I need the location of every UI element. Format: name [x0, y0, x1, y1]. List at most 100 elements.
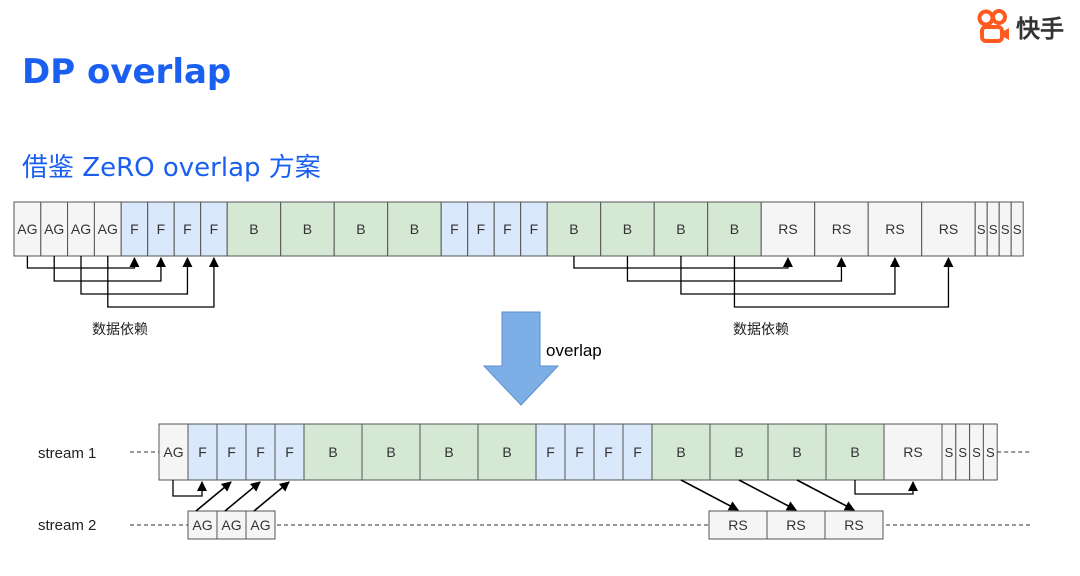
dependency-arrow-b-rs-3	[680, 256, 900, 295]
stream1-label: stream 1	[38, 445, 96, 462]
top-block-b-label: B	[676, 221, 685, 237]
stream1-block-s-label: S	[972, 445, 981, 460]
stream1-block-b-label: B	[850, 444, 859, 460]
top-block-f-box	[173, 201, 202, 257]
top-block-s-label: S	[989, 222, 998, 237]
stream1-block-b-box	[361, 423, 421, 481]
top-block-ag-label: AG	[17, 221, 37, 237]
top-block-f-label: F	[210, 221, 219, 237]
top-block-ag-box	[93, 201, 122, 257]
stream-dependency-arrow-b-rs-1	[680, 479, 739, 511]
top-block-f-label: F	[157, 221, 166, 237]
stream1-block-ag-label: AG	[163, 444, 183, 460]
top-block-s-label: S	[1001, 222, 1010, 237]
top-block-rs-box	[814, 201, 869, 257]
top-block-b-label: B	[249, 221, 258, 237]
stream1-block-b-box	[709, 423, 769, 481]
stream-dependency-arrow-ag-f-3	[224, 481, 261, 512]
stream1-block-f-box	[274, 423, 305, 481]
stream1-block-b-box	[767, 423, 827, 481]
stream2-block-rs-label: RS	[728, 517, 747, 533]
stream2-block-ag-label: AG	[221, 517, 241, 533]
stream2-block-rs-label: RS	[844, 517, 863, 533]
dependency-arrow-b-rs-4	[733, 256, 954, 308]
top-dependencies	[26, 256, 954, 308]
top-block-ag-label: AG	[71, 221, 91, 237]
overlap-down-arrow-icon	[482, 311, 560, 406]
top-block-rs-label: RS	[939, 221, 958, 237]
stream1-block-f-label: F	[227, 444, 236, 460]
stream1-block-f-box	[216, 423, 247, 481]
stream2-label: stream 2	[38, 517, 96, 534]
top-block-ag-label: AG	[98, 221, 118, 237]
stream-dependency-arrow-ag-f-2	[195, 481, 232, 512]
stream1-block-f-label: F	[633, 444, 642, 460]
brand-name: 快手	[1016, 14, 1064, 43]
top-block-b-box	[226, 201, 282, 257]
top-block-b-label: B	[303, 221, 312, 237]
stream1-block-f-label: F	[198, 444, 207, 460]
stream-dependencies	[172, 479, 918, 512]
page-title: DP overlap	[22, 52, 232, 92]
top-block-rs-box	[760, 201, 816, 257]
stream1-block-b-label: B	[444, 444, 453, 460]
stream-dependency-arrow-b-rs-3	[796, 479, 855, 511]
brand-logo: 快手	[960, 0, 1080, 52]
top-block-s-label: S	[1013, 222, 1022, 237]
top-block-rs-box	[921, 201, 976, 257]
stream-dependency-arrow-ag-f-4	[253, 481, 290, 512]
kuaishou-logo-icon	[977, 9, 1009, 43]
stream2-block-rs-label: RS	[786, 517, 805, 533]
top-block-ag-label: AG	[44, 221, 64, 237]
stream1-block-b-label: B	[328, 444, 337, 460]
top-block-b-label: B	[356, 221, 365, 237]
stream1-block-b-box	[303, 423, 363, 481]
stream-dependency-arrow-b-rs-4	[854, 480, 918, 495]
top-block-s-box	[1010, 201, 1024, 257]
stream2-block-ag-box	[216, 510, 247, 540]
top-block-f-label: F	[130, 221, 139, 237]
top-block-rs-label: RS	[832, 221, 851, 237]
stream2-row: AG AG AG RS RS RS	[130, 510, 1030, 540]
stream2-block-ag-box	[187, 510, 218, 540]
dependency-arrow-ag-f-4	[107, 256, 219, 308]
stream1-block-f-box	[535, 423, 566, 481]
stream2-block-rs-box	[766, 510, 826, 540]
stream1-block-f-box	[593, 423, 624, 481]
top-block-f-label: F	[530, 221, 539, 237]
top-block-b-box	[653, 201, 709, 257]
stream2-block-ag-label: AG	[250, 517, 270, 533]
stream1-block-rs-box	[883, 423, 943, 481]
stream2-block-ag-box	[245, 510, 276, 540]
top-block-f-label: F	[183, 221, 192, 237]
top-block-rs-label: RS	[778, 221, 797, 237]
stream1-block-b-label: B	[386, 444, 395, 460]
top-block-b-label: B	[569, 221, 578, 237]
stream-dependency-arrow-b-rs-2	[738, 479, 797, 511]
top-block-f-box	[200, 201, 228, 257]
dependency-label-right: 数据依赖	[733, 321, 789, 337]
stream2-block-ag-label: AG	[192, 517, 212, 533]
top-block-b-box	[387, 201, 442, 257]
stream1-block-f-label: F	[546, 444, 555, 460]
page-subtitle: 借鉴 ZeRO overlap 方案	[22, 153, 321, 183]
stream1-block-f-box	[564, 423, 595, 481]
top-block-b-label: B	[410, 221, 419, 237]
top-block-s-label: S	[977, 222, 986, 237]
dependency-label-left: 数据依赖	[92, 321, 148, 337]
stream1-block-b-label: B	[734, 444, 743, 460]
stream2-block-rs-box	[824, 510, 884, 540]
stream1-block-s-label: S	[958, 445, 967, 460]
top-block-rs-label: RS	[885, 221, 904, 237]
top-block-f-box	[520, 201, 548, 257]
overlap-label: overlap	[546, 341, 602, 360]
stream1-block-b-label: B	[502, 444, 511, 460]
top-block-b-label: B	[730, 221, 739, 237]
stream-dependency-arrow-ag-f-1	[172, 480, 207, 497]
top-block-f-box	[147, 201, 175, 257]
stream1-block-s-label: S	[986, 445, 995, 460]
top-block-b-label: B	[623, 221, 632, 237]
stream1-block-b-label: B	[792, 444, 801, 460]
